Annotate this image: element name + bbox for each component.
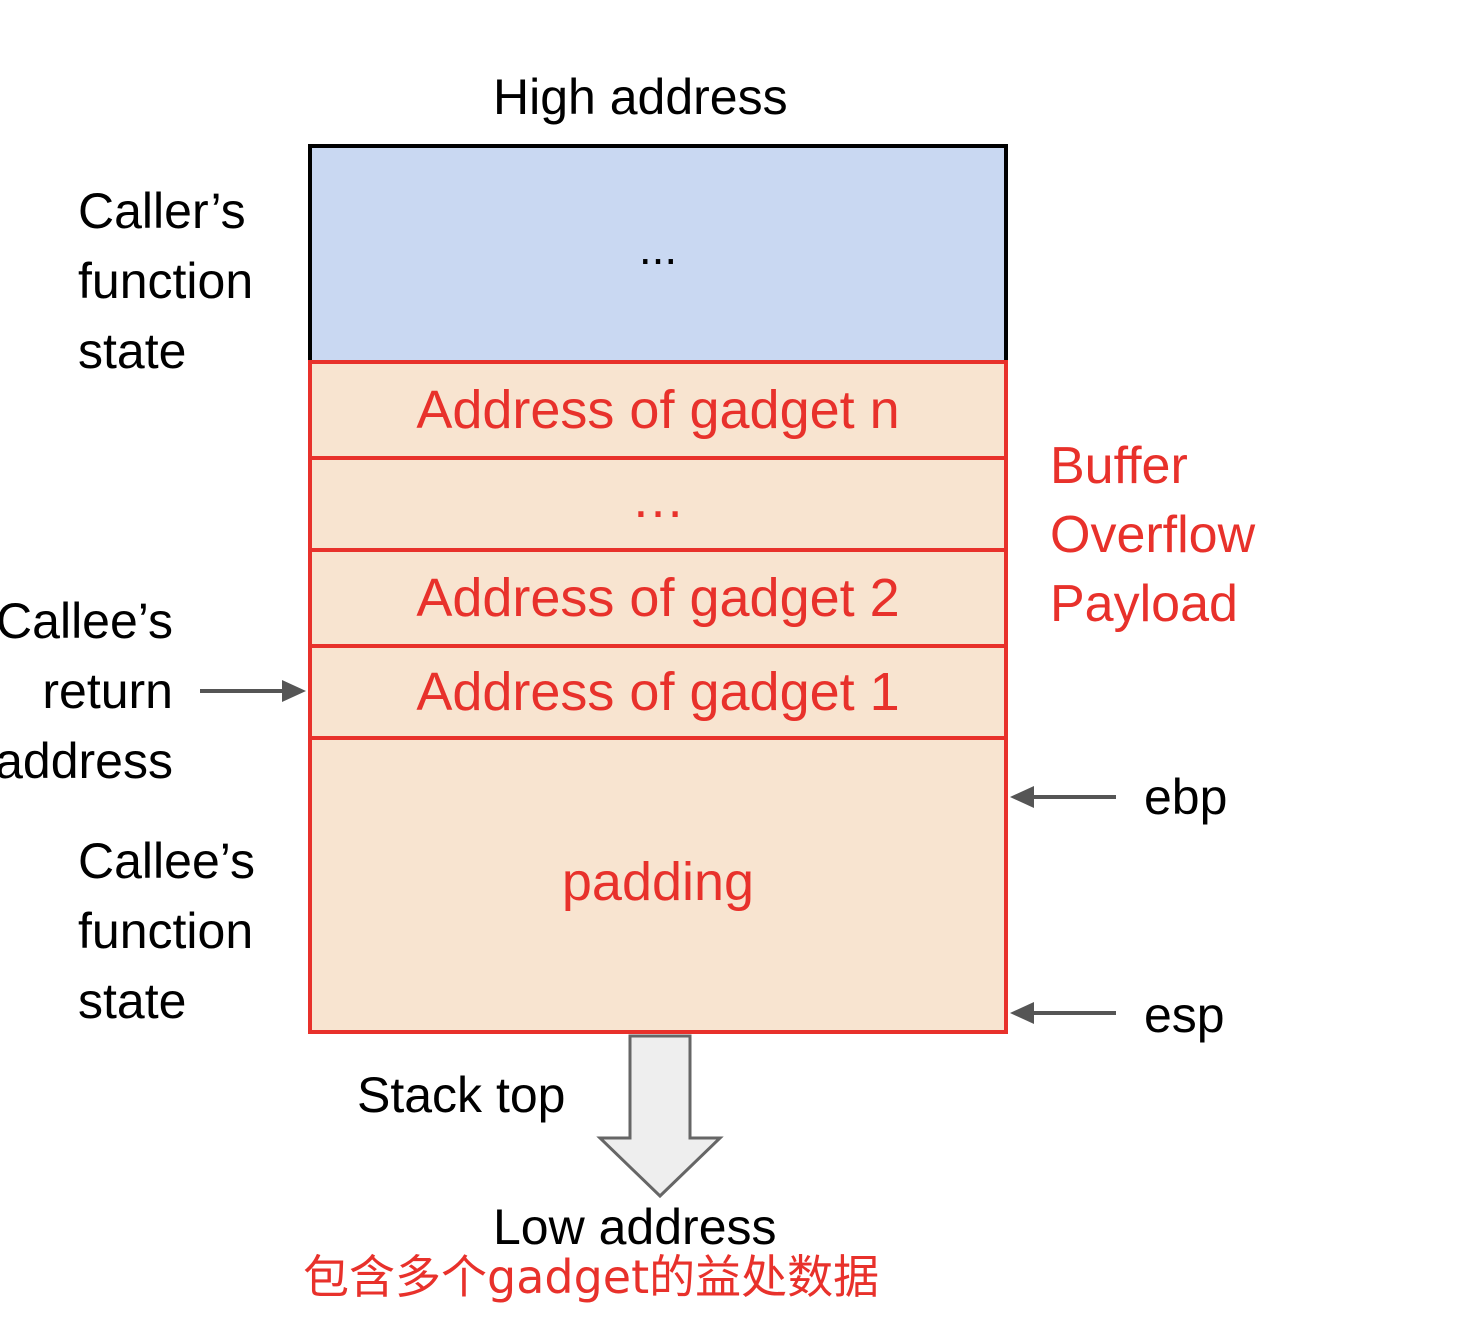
- padding-text: padding: [561, 852, 755, 912]
- payload-cell-ellipsis: …: [308, 456, 1008, 552]
- payload-label-line3: Payload: [1050, 575, 1238, 633]
- ebp-arrow: [1010, 786, 1116, 808]
- callee-return-label-line1: Callee’s: [0, 593, 173, 649]
- payload-cell-ellipsis-text: …: [631, 469, 685, 529]
- caller-frame-ellipsis: ...: [638, 222, 678, 274]
- caller-frame-block: ...: [308, 144, 1008, 362]
- payload-cell-gadget-1-text: Address of gadget 1: [416, 662, 900, 722]
- caller-state-label-line1: Caller’s: [78, 183, 246, 239]
- payload-cell-gadget-1: Address of gadget 1: [308, 644, 1008, 740]
- esp-arrow: [1010, 1002, 1116, 1024]
- payload-label-line2: Overflow: [1050, 506, 1256, 564]
- high-address-label: High address: [493, 69, 788, 125]
- payload-cell-gadget-n: Address of gadget n: [308, 360, 1008, 460]
- caller-state-label-line2: function: [78, 253, 254, 309]
- callee-return-label-line2: return: [42, 663, 173, 719]
- payload-cell-gadget-2-text: Address of gadget 2: [416, 568, 900, 628]
- padding-block: padding: [308, 736, 1008, 1034]
- payload-label-line1: Buffer: [1050, 437, 1188, 495]
- low-address-label: Low address: [493, 1199, 777, 1255]
- stack-growth-arrow: [596, 1034, 724, 1199]
- callee-state-label-line2: function: [78, 903, 254, 959]
- esp-label: esp: [1144, 987, 1225, 1043]
- stack-top-label: Stack top: [357, 1067, 566, 1123]
- callee-state-label-line1: Callee’s: [78, 833, 255, 889]
- payload-cell-gadget-n-text: Address of gadget n: [416, 380, 900, 440]
- callee-state-label-line3: state: [78, 973, 187, 1029]
- ebp-label: ebp: [1144, 769, 1228, 825]
- return-address-arrow: [200, 680, 306, 702]
- callee-return-label-line3: address: [0, 733, 173, 789]
- payload-cell-gadget-2: Address of gadget 2: [308, 548, 1008, 648]
- caption-text: 包含多个gadget的益处数据: [303, 1250, 880, 1304]
- caller-state-label-line3: state: [78, 323, 187, 379]
